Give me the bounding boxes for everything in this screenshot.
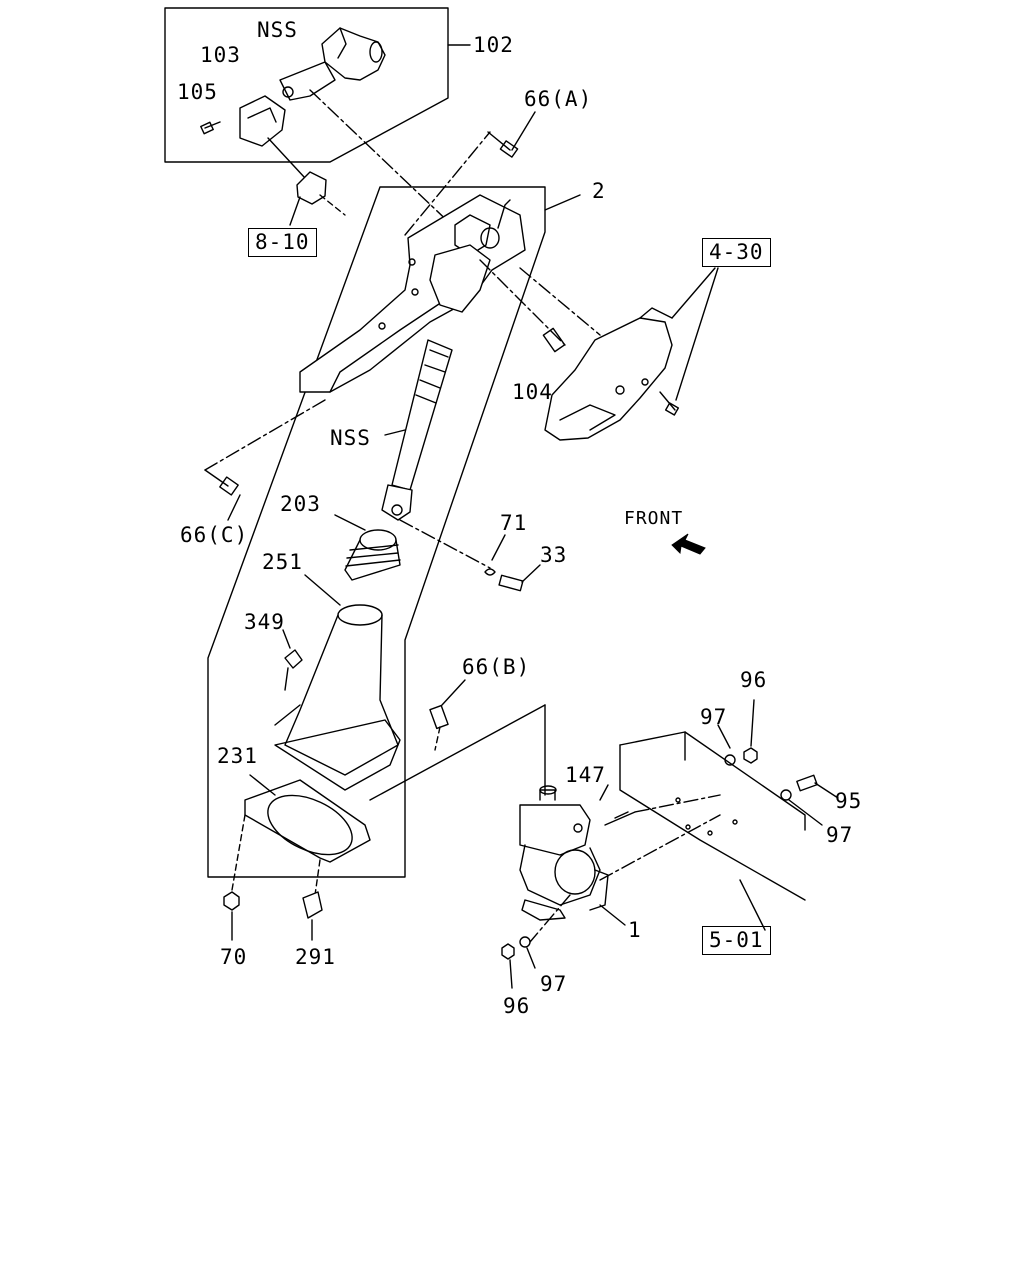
label-97-a: 97 — [700, 705, 728, 729]
label-231: 231 — [217, 744, 258, 768]
label-2: 2 — [592, 179, 606, 203]
label-96-top: 96 — [740, 668, 768, 692]
cover-251 — [274, 574, 401, 791]
label-97-c: 97 — [540, 972, 568, 996]
label-1: 1 — [628, 918, 642, 942]
assembly-enclosure — [207, 186, 546, 878]
boot-203 — [334, 514, 401, 581]
label-95: 95 — [835, 789, 863, 813]
label-97-b: 97 — [826, 823, 854, 847]
label-105: 105 — [177, 80, 218, 104]
ref-8-10[interactable]: 8-10 — [248, 228, 317, 257]
label-nss-mid: NSS — [330, 426, 371, 450]
ref-4-30[interactable]: 4-30 — [702, 238, 771, 267]
label-104: 104 — [512, 380, 553, 404]
label-291: 291 — [295, 945, 336, 969]
connector-8-10 — [296, 171, 327, 205]
label-103: 103 — [200, 43, 241, 67]
frame-rail-5-01 — [619, 731, 806, 931]
label-71: 71 — [500, 511, 528, 535]
steering-column-bracket — [299, 194, 581, 393]
front-label: FRONT — [624, 508, 684, 529]
label-33: 33 — [540, 543, 568, 567]
label-66a: 66(A) — [524, 87, 593, 111]
label-251: 251 — [262, 550, 303, 574]
label-66b: 66(B) — [462, 655, 531, 679]
label-147: 147 — [565, 763, 606, 787]
label-96-bot: 96 — [503, 994, 531, 1018]
column-cover-4-30 — [519, 267, 719, 441]
ignition-lock-assembly — [200, 27, 386, 147]
label-203: 203 — [280, 492, 321, 516]
group-box-102 — [164, 7, 449, 163]
label-102: 102 — [473, 33, 514, 57]
ref-5-01[interactable]: 5-01 — [702, 926, 771, 955]
label-70: 70 — [220, 945, 248, 969]
label-66c: 66(C) — [180, 523, 249, 547]
steering-shaft — [381, 339, 453, 521]
gearbox-1 — [519, 785, 636, 921]
plate-231 — [244, 774, 371, 863]
label-nss-top: NSS — [257, 18, 298, 42]
label-349: 349 — [244, 610, 285, 634]
